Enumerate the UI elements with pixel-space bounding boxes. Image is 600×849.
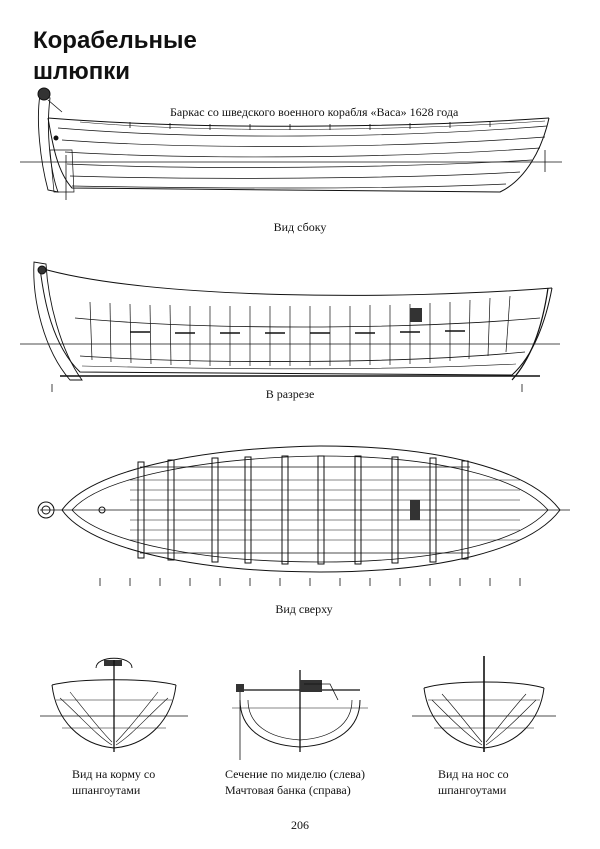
stern-view-drawing: [40, 657, 188, 752]
midship-caption-line-1: Сечение по миделю (слева): [225, 767, 365, 781]
page-number: 206: [291, 818, 309, 832]
page-title: Корабельные шлюпки: [33, 25, 197, 87]
top-view-drawing: [37, 445, 570, 586]
stern-caption-line-1: Вид на корму со: [72, 767, 156, 781]
stern-caption-line-2: шпангоутами: [72, 783, 141, 797]
side-view-drawing: [20, 87, 562, 200]
section-view-caption: В разрезе: [265, 387, 315, 401]
page-title-line-1: Корабельные: [33, 27, 197, 54]
side-view-title: Баркас со шведского военного корабля «Ва…: [170, 105, 459, 119]
section-view-drawing: [20, 261, 560, 392]
midship-view-caption: Сечение по миделю (слева) Мачтовая банка…: [225, 766, 365, 798]
bow-view-drawing: [412, 656, 556, 752]
midship-view-drawing: [232, 670, 368, 760]
bow-caption-line-1: Вид на нос со: [438, 767, 509, 781]
bow-view-caption: Вид на нос со шпангоутами: [438, 766, 509, 798]
page-title-line-2: шлюпки: [33, 58, 131, 85]
side-view-caption: Вид сбоку: [273, 220, 327, 234]
top-view-caption: Вид сверху: [275, 602, 333, 616]
midship-caption-line-2: Мачтовая банка (справа): [225, 783, 351, 797]
bow-caption-line-2: шпангоутами: [438, 783, 507, 797]
stern-view-caption: Вид на корму со шпангоутами: [72, 766, 155, 798]
